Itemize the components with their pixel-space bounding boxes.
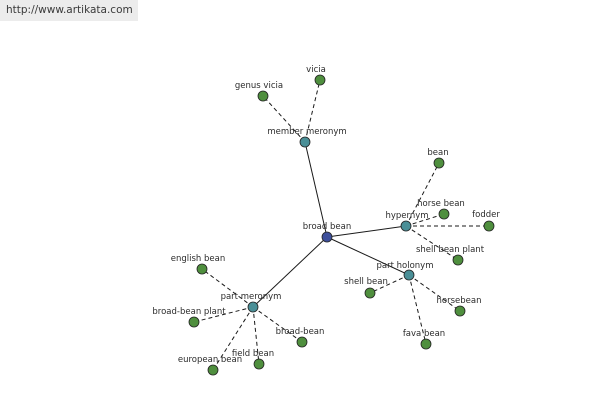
node-label-part-meronym[interactable]: part meronym [221, 292, 282, 302]
node-label-broad-bean[interactable]: broad bean [303, 222, 351, 232]
edge-part-meronym-to-european-bean [212, 306, 254, 371]
node-circle-fodder[interactable] [483, 220, 495, 232]
node-circle-shell-bean-plant[interactable] [452, 254, 464, 266]
node-circle-horse-bean[interactable] [438, 208, 450, 220]
node-label-hypernym[interactable]: hypernym [385, 211, 428, 221]
node-vicia[interactable]: vicia [306, 65, 326, 86]
node-label-broad-bean-2[interactable]: broad-bean [276, 327, 325, 337]
edge-hypernym-to-shell-bean-plant [405, 225, 459, 261]
node-horsebean[interactable]: horsebean [437, 296, 482, 317]
edge-broad-bean-to-part-holonym [326, 236, 410, 276]
node-fodder[interactable]: fodder [472, 210, 500, 232]
node-label-horsebean[interactable]: horsebean [437, 296, 482, 306]
node-label-part-holonym[interactable]: part holonym [377, 261, 434, 271]
edge-part-meronym-to-broad-bean-2 [252, 306, 303, 343]
graph-edges [193, 79, 489, 371]
node-label-fodder[interactable]: fodder [472, 210, 500, 220]
node-label-broad-bean-plant[interactable]: broad-bean plant [152, 307, 226, 317]
node-label-member-meronym[interactable]: member meronym [267, 127, 346, 137]
node-circle-genus-vicia[interactable] [257, 90, 269, 102]
node-label-genus-vicia[interactable]: genus vicia [235, 81, 283, 91]
edge-part-holonym-to-shell-bean [369, 274, 410, 294]
node-circle-part-meronym[interactable] [247, 301, 259, 313]
node-part-holonym[interactable]: part holonym [377, 261, 434, 281]
edge-part-holonym-to-fava-bean [408, 274, 427, 345]
node-shell-bean-plant[interactable]: shell bean plant [416, 245, 485, 266]
edge-broad-bean-to-hypernym [326, 225, 407, 238]
graph-nodes: broad bean member meronym vicia genus vicia… [152, 65, 500, 376]
node-label-horse-bean[interactable]: horse bean [417, 199, 465, 209]
node-circle-broad-bean-plant[interactable] [188, 316, 200, 328]
node-label-vicia[interactable]: vicia [306, 65, 326, 75]
node-broad-bean[interactable]: broad bean [303, 222, 351, 243]
edge-part-meronym-to-field-bean [252, 306, 260, 365]
edge-broad-bean-to-part-meronym [252, 236, 328, 308]
node-shell-bean[interactable]: shell bean [344, 277, 388, 299]
edge-part-meronym-to-english-bean [201, 268, 254, 308]
edge-member-meronym-to-genus-vicia [262, 95, 306, 143]
node-part-meronym[interactable]: part meronym [221, 292, 282, 313]
node-circle-member-meronym[interactable] [299, 136, 311, 148]
node-circle-broad-bean-2[interactable] [296, 336, 308, 348]
node-field-bean[interactable]: field bean [232, 349, 274, 370]
node-genus-vicia[interactable]: genus vicia [235, 81, 283, 102]
node-label-fava-bean[interactable]: fava bean [403, 329, 445, 339]
node-hypernym[interactable]: hypernym [385, 211, 429, 232]
node-fava-bean[interactable]: fava bean [403, 329, 445, 350]
edge-broad-bean-to-member-meronym [304, 141, 328, 238]
node-broad-bean-2[interactable]: broad-bean [276, 327, 325, 348]
node-circle-english-bean[interactable] [196, 263, 208, 275]
node-label-english-bean[interactable]: english bean [171, 254, 225, 264]
node-label-shell-bean-plant[interactable]: shell bean plant [416, 245, 485, 255]
node-horse-bean[interactable]: horse bean [417, 199, 465, 220]
source-link[interactable]: http://www.artikata.com [0, 0, 138, 21]
node-circle-horsebean[interactable] [454, 305, 466, 317]
node-label-bean[interactable]: bean [427, 148, 448, 158]
node-broad-bean-plant[interactable]: broad-bean plant [152, 307, 226, 328]
node-european-bean[interactable]: european bean [178, 355, 242, 376]
node-label-shell-bean[interactable]: shell bean [344, 277, 388, 287]
node-circle-broad-bean[interactable] [321, 231, 333, 243]
edge-part-meronym-to-broad-bean-plant [193, 306, 254, 323]
edge-part-holonym-to-horsebean [408, 274, 461, 312]
node-bean[interactable]: bean [427, 148, 449, 169]
node-member-meronym[interactable]: member meronym [267, 127, 347, 148]
edge-hypernym-to-bean [405, 162, 440, 227]
node-circle-shell-bean[interactable] [364, 287, 376, 299]
edge-member-meronym-to-vicia [304, 79, 321, 143]
node-circle-fava-bean[interactable] [420, 338, 432, 350]
node-circle-vicia[interactable] [314, 74, 326, 86]
node-circle-field-bean[interactable] [253, 358, 265, 370]
node-circle-bean[interactable] [433, 157, 445, 169]
node-english-bean[interactable]: english bean [171, 254, 225, 275]
node-circle-hypernym[interactable] [400, 220, 412, 232]
node-label-european-bean[interactable]: european bean [178, 355, 242, 365]
node-circle-european-bean[interactable] [207, 364, 219, 376]
node-label-field-bean[interactable]: field bean [232, 349, 274, 359]
node-circle-part-holonym[interactable] [403, 269, 415, 281]
